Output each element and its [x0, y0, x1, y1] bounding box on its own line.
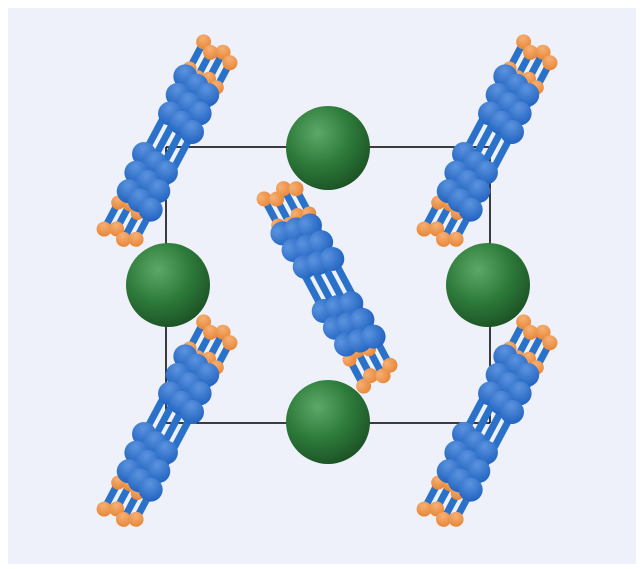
framework-atom [187, 101, 212, 126]
framework-atom [138, 477, 163, 502]
framework-atom [507, 101, 532, 126]
molecular-stack [416, 34, 558, 247]
stack-core-atoms [270, 213, 386, 357]
cation-sphere [286, 380, 370, 464]
framework-atom [138, 197, 163, 222]
framework-atom [179, 399, 204, 424]
molecular-stacks [96, 34, 558, 527]
terminal-atom [128, 231, 144, 247]
terminal-atom [222, 335, 238, 351]
terminal-atom [542, 335, 558, 351]
terminal-atom [436, 511, 452, 527]
terminal-atom [448, 231, 464, 247]
cation-sphere [286, 106, 370, 190]
framework-atom [195, 362, 220, 387]
molecular-stack [416, 314, 558, 527]
framework-atom [466, 179, 491, 204]
terminal-atom [523, 324, 539, 340]
stack-core-atoms [436, 344, 540, 502]
terminal-atom [116, 511, 132, 527]
molecular-stack [96, 34, 238, 247]
terminal-atom [222, 55, 238, 71]
framework-atom [361, 324, 386, 349]
framework-atom [146, 179, 171, 204]
stack-core-atoms [116, 344, 220, 502]
framework-atom [473, 440, 498, 465]
framework-atom [507, 381, 532, 406]
framework-atom [473, 160, 498, 185]
cation-layer [126, 106, 530, 464]
stack-core-atoms [436, 64, 540, 222]
terminal-atom [436, 231, 452, 247]
molecular-stack [256, 181, 398, 394]
terminal-atom [416, 221, 432, 237]
terminal-atom [363, 368, 379, 384]
terminal-atom [96, 221, 112, 237]
terminal-atom [288, 181, 304, 197]
terminal-atom [542, 55, 558, 71]
terminal-atom [448, 511, 464, 527]
terminal-atom [203, 324, 219, 340]
framework-atom [499, 119, 524, 144]
framework-atom [515, 362, 540, 387]
molecular-stack [96, 314, 238, 527]
framework-atom [515, 82, 540, 107]
cation-sphere [446, 243, 530, 327]
terminal-atom [276, 181, 292, 197]
terminal-atom [382, 357, 398, 373]
framework-atom [179, 119, 204, 144]
framework-atom [458, 477, 483, 502]
framework-atom [320, 246, 345, 271]
framework-atom [187, 381, 212, 406]
terminal-atom [523, 44, 539, 60]
terminal-atom [116, 231, 132, 247]
stack-core-atoms [116, 64, 220, 222]
framework-atom [146, 459, 171, 484]
cation-sphere [126, 243, 210, 327]
terminal-atom [256, 191, 272, 207]
terminal-atom [128, 511, 144, 527]
framework-atom [153, 440, 178, 465]
terminal-atom [203, 44, 219, 60]
framework-atom [499, 399, 524, 424]
framework-atom [153, 160, 178, 185]
framework-atom [466, 459, 491, 484]
framework-atom [195, 82, 220, 107]
framework-atom [458, 197, 483, 222]
terminal-atom [96, 501, 112, 517]
terminal-atom [416, 501, 432, 517]
